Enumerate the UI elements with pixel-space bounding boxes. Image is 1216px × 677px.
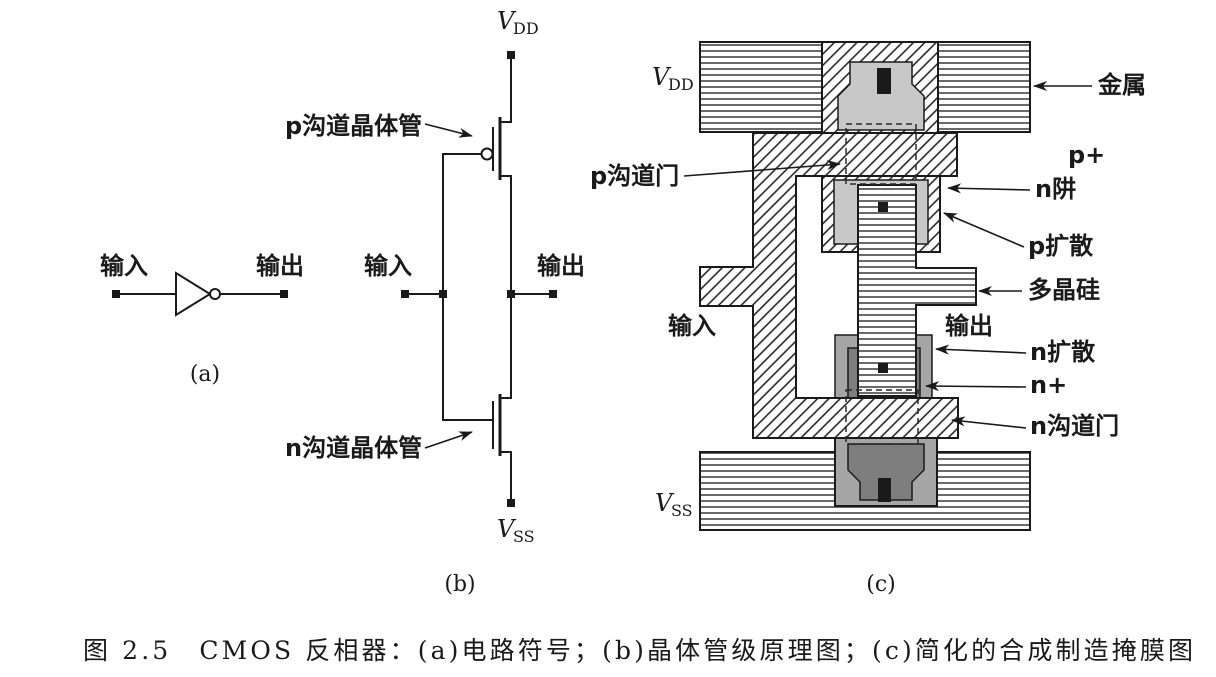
p-gate-label-arrow xyxy=(683,160,841,177)
p-drain-contact xyxy=(878,202,888,212)
buffer-triangle xyxy=(175,271,212,317)
pmos-label: p沟道晶体管 xyxy=(285,112,422,140)
input-poly-gate xyxy=(699,132,959,439)
n-drain-contact xyxy=(878,363,888,373)
n-plus-label: n+ xyxy=(1030,371,1067,399)
n-well-label: n阱 xyxy=(1035,175,1076,203)
inversion-bubble xyxy=(209,288,221,300)
vss-symbol: V xyxy=(497,515,517,543)
pmos-gate-bubble xyxy=(480,147,494,161)
panel-c-mask-layout: V DD V SS 金属 p+ p沟道门 n阱 p扩散 多晶硅 输入 输出 n扩… xyxy=(590,41,1146,597)
output-label: 输出 xyxy=(256,252,304,280)
vdd-subscript: DD xyxy=(668,75,694,94)
input-label: 输入 xyxy=(364,252,412,280)
polysilicon-label: 多晶硅 xyxy=(1028,276,1100,304)
n-channel-active-outline xyxy=(845,389,919,445)
nmos-label-arrow xyxy=(424,431,473,449)
n-gate-label: n沟道门 xyxy=(1030,412,1119,440)
panel-label-b: (b) xyxy=(444,572,475,597)
n-diffusion-bottom xyxy=(847,443,925,501)
vss-contact xyxy=(878,478,891,502)
vdd-label: V DD xyxy=(497,7,539,38)
figure-caption: 图 2.5 CMOS 反相器：(a)电路符号；(b)晶体管级原理图；(c)简化的… xyxy=(83,636,1193,665)
vdd-subscript: DD xyxy=(513,19,539,38)
input-label: 输入 xyxy=(100,252,148,280)
vss-label: V SS xyxy=(655,489,693,520)
nmos-label: n沟道晶体管 xyxy=(285,434,422,462)
pmos-label-arrow xyxy=(424,123,473,138)
p-plus-label: p+ xyxy=(1068,141,1105,169)
p-gate-label: p沟道门 xyxy=(590,162,679,190)
panel-b-transistor-schematic: V DD p沟道晶体管 n沟道晶体管 xyxy=(285,7,585,597)
output-metal xyxy=(857,184,977,397)
panel-label-c: (c) xyxy=(866,572,896,597)
n-diffusion-label: n扩散 xyxy=(1030,338,1095,366)
metal-label: 金属 xyxy=(1097,71,1146,99)
n-diffusion-label-arrow xyxy=(935,344,1027,355)
vdd-symbol: V xyxy=(497,7,517,35)
vss-label: V SS xyxy=(497,515,535,546)
p-channel-active-outline xyxy=(845,123,917,185)
output-terminal xyxy=(280,290,288,298)
p-diffusion-label: p扩散 xyxy=(1028,232,1093,260)
panel-label-a: (a) xyxy=(190,362,220,387)
vss-subscript: SS xyxy=(513,527,535,546)
p-diffusion-top xyxy=(837,61,925,131)
vdd-label: V DD xyxy=(652,63,694,94)
nmos-transistor xyxy=(442,394,512,456)
output-label: 输出 xyxy=(537,252,585,280)
output-terminal xyxy=(549,290,557,298)
vss-terminal xyxy=(507,499,515,507)
vdd-contact xyxy=(877,68,891,94)
n-well-label-arrow xyxy=(947,183,1031,194)
input-junction xyxy=(439,290,447,298)
vss-symbol: V xyxy=(655,489,675,517)
pmos-transistor xyxy=(442,117,512,180)
panel-a-circuit-symbol: 输入 输出 (a) xyxy=(100,252,304,387)
n-gate-label-arrow xyxy=(951,416,1027,429)
p-diffusion-label-arrow xyxy=(943,212,1025,248)
vdd-symbol: V xyxy=(652,63,672,91)
output-label: 输出 xyxy=(945,312,993,340)
vss-subscript: SS xyxy=(671,501,693,520)
input-label: 输入 xyxy=(668,312,716,340)
n-plus-label-arrow xyxy=(925,381,1027,392)
